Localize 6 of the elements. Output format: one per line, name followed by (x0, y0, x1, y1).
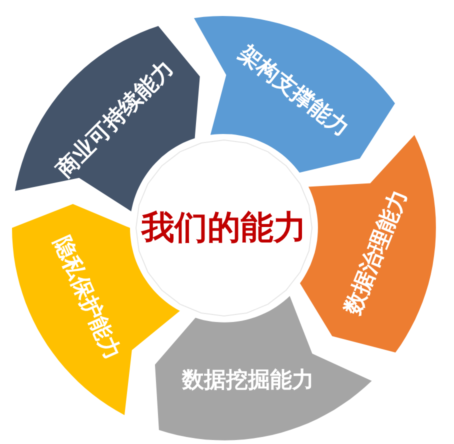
segment-label: 数据治理能力 (339, 185, 414, 319)
segment-label: 隐私保护能力 (47, 232, 126, 364)
center-title: 我们的能力 (142, 206, 306, 248)
segment-label: 数据挖掘能力 (182, 367, 314, 396)
segment-label: 商业可持续能力 (51, 55, 180, 184)
segment-label: 架构支撑能力 (232, 40, 354, 144)
